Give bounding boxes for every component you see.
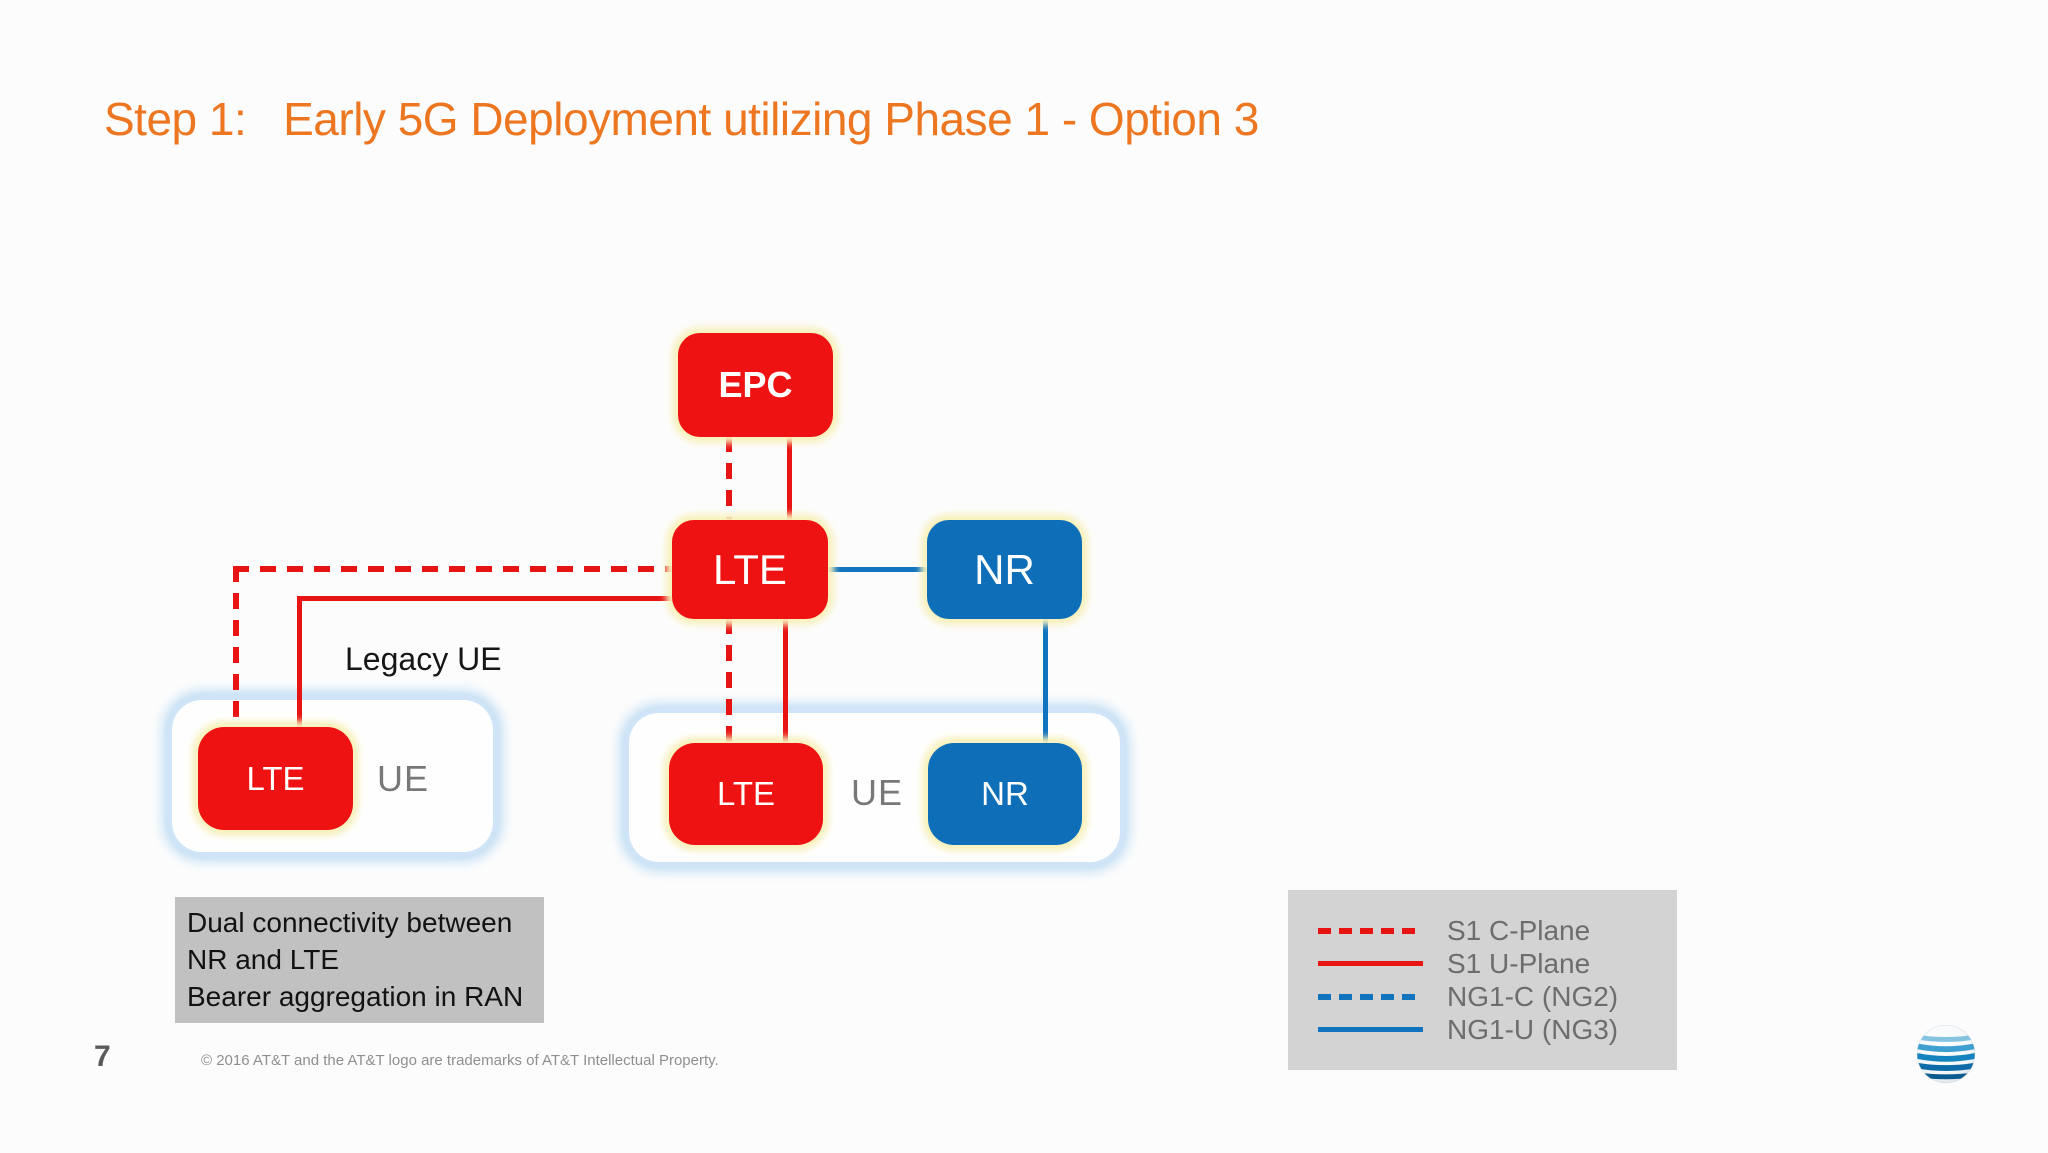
- legend-row: NG1-C (NG2): [1318, 980, 1677, 1013]
- node-epc: EPC: [678, 333, 833, 437]
- node-ran-lte-label: LTE: [713, 545, 787, 593]
- ng-line-nr-dualue: [1043, 617, 1048, 745]
- note-line: Dual connectivity between: [187, 907, 513, 938]
- node-legacy-ue-lte: LTE: [198, 727, 353, 830]
- s1-uplane-line-lte-dualue: [783, 618, 788, 745]
- node-legacy-ue-lte-label: LTE: [246, 759, 305, 797]
- legacy-ue-device-label: UE: [377, 758, 430, 799]
- note-line: Bearer aggregation in RAN: [187, 980, 524, 1012]
- legend: S1 C-Plane S1 U-Plane NG1-C (NG2) NG1-U …: [1288, 890, 1677, 1070]
- legacy-ue-caption: Legacy UE: [345, 641, 502, 677]
- node-dual-ue-lte-label: LTE: [716, 775, 776, 812]
- legend-row: NG1-U (NG3): [1318, 1013, 1677, 1046]
- slide-title: Step 1: Early 5G Deployment utilizing Ph…: [104, 93, 1259, 145]
- node-ran-nr: NR: [927, 520, 1082, 619]
- s1-cplane-line-lte-legacyue-horizontal: [233, 566, 673, 572]
- s1-uplane-line-epc-lte: [787, 436, 792, 521]
- legend-label: NG1-C (NG2): [1447, 980, 1619, 1012]
- legend-label: S1 C-Plane: [1447, 914, 1591, 946]
- blue-dashed-line-swatch: [1318, 993, 1423, 1000]
- node-dual-ue-nr: NR: [928, 743, 1082, 845]
- legend-row: S1 C-Plane: [1318, 914, 1677, 947]
- s1-cplane-line-lte-legacyue-vertical: [233, 566, 239, 729]
- att-globe-icon: [1916, 1024, 1976, 1084]
- ng-line-lte-nr: [827, 567, 928, 572]
- red-solid-line-swatch: [1318, 961, 1423, 966]
- note-box: Dual connectivity between NR and LTE Bea…: [175, 897, 544, 1023]
- node-dual-ue-lte: LTE: [669, 743, 823, 845]
- node-dual-ue-nr-label: NR: [981, 775, 1029, 812]
- node-ran-lte: LTE: [672, 520, 828, 619]
- dual-ue-device-label: UE: [851, 772, 904, 813]
- note-line: NR and LTE: [187, 943, 339, 975]
- red-dashed-line-swatch: [1318, 927, 1423, 934]
- node-epc-label: EPC: [718, 364, 793, 405]
- s1-cplane-line-epc-lte: [726, 436, 732, 521]
- node-ran-nr-label: NR: [974, 545, 1035, 593]
- page-number: 7: [94, 1040, 111, 1073]
- blue-solid-line-swatch: [1318, 1027, 1423, 1032]
- s1-uplane-line-lte-legacyue-horizontal: [297, 596, 673, 601]
- legend-row: S1 U-Plane: [1318, 947, 1677, 980]
- copyright-text: © 2016 AT&T and the AT&T logo are tradem…: [201, 1052, 719, 1069]
- legend-label: S1 U-Plane: [1447, 947, 1591, 979]
- legend-label: NG1-U (NG3): [1447, 1013, 1619, 1045]
- s1-cplane-line-lte-dualue: [726, 618, 732, 745]
- s1-uplane-line-lte-legacyue-vertical: [297, 596, 302, 729]
